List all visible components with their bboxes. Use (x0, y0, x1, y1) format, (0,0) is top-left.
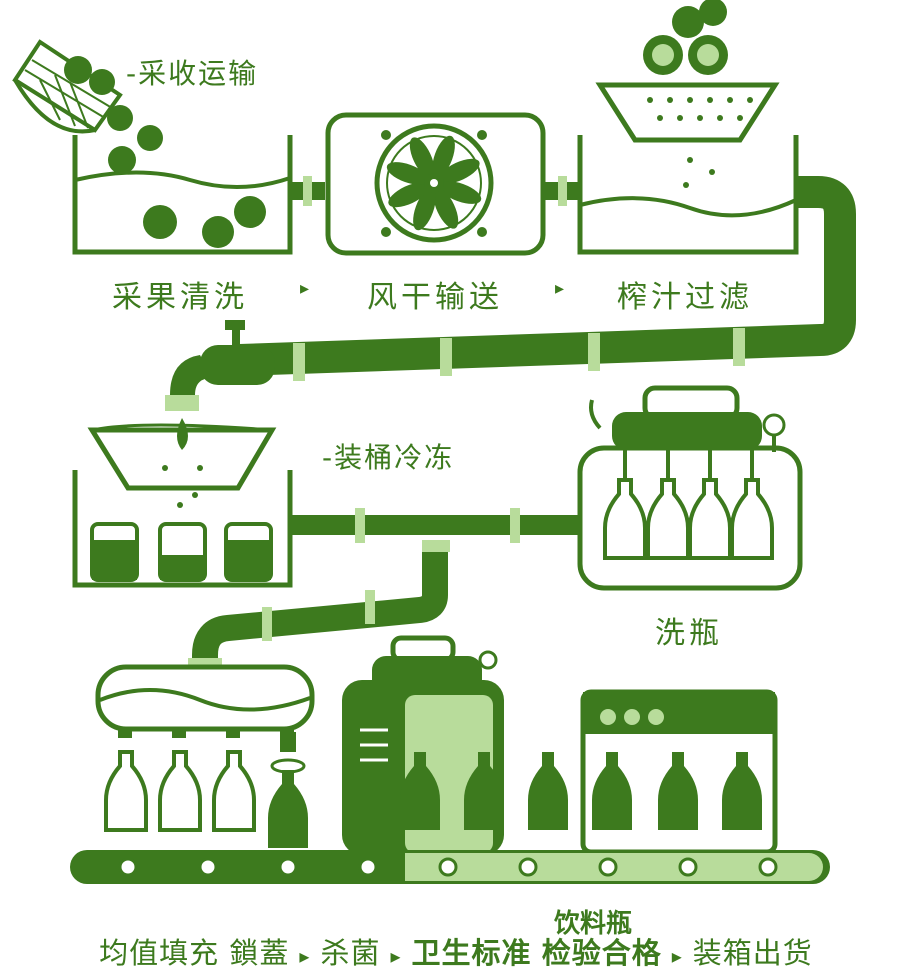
wash-tank (72, 135, 293, 255)
caption-note: 饮料瓶 (554, 909, 633, 939)
basket-icon (12, 39, 163, 174)
caption-sterilize: 杀菌 (320, 936, 381, 970)
fan-dryer (325, 112, 546, 256)
bottom-caption: 均值填充 鎖蓋 ▸ 杀菌 ▸ 卫生标准 检验合格 ▸ 装箱出货 (0, 930, 912, 972)
label-dry: 风干输送 (367, 280, 503, 315)
bottle-wash-machine (577, 385, 803, 591)
press-tank (577, 0, 799, 255)
label-harvest: -采收运输 (126, 57, 259, 90)
caption-standard: 卫生标准 (411, 936, 532, 970)
label-press: 榨汁过滤 (617, 280, 753, 315)
conveyor-belt (70, 850, 830, 884)
caption-fill-cap: 均值填充 鎖蓋 (99, 936, 290, 970)
arrow-icon: ▸ (555, 278, 565, 299)
fan-icon (386, 135, 482, 231)
arrow-icon: ▸ (671, 944, 683, 968)
arrow-icon: ▸ (390, 944, 402, 968)
arrow-icon: ▸ (300, 278, 310, 299)
label-wash: 采果清洗 (112, 280, 248, 315)
label-bottle-wash: 洗瓶 (655, 616, 723, 651)
bottle-row (104, 732, 762, 848)
filler-head (95, 664, 315, 738)
caption-inspect: 检验合格 (541, 936, 662, 970)
caption-pack: 装箱出货 (692, 936, 813, 970)
bucket-icon (90, 522, 273, 582)
arrow-icon: ▸ (299, 944, 311, 968)
label-freeze: -装桶冷冻 (322, 441, 455, 474)
